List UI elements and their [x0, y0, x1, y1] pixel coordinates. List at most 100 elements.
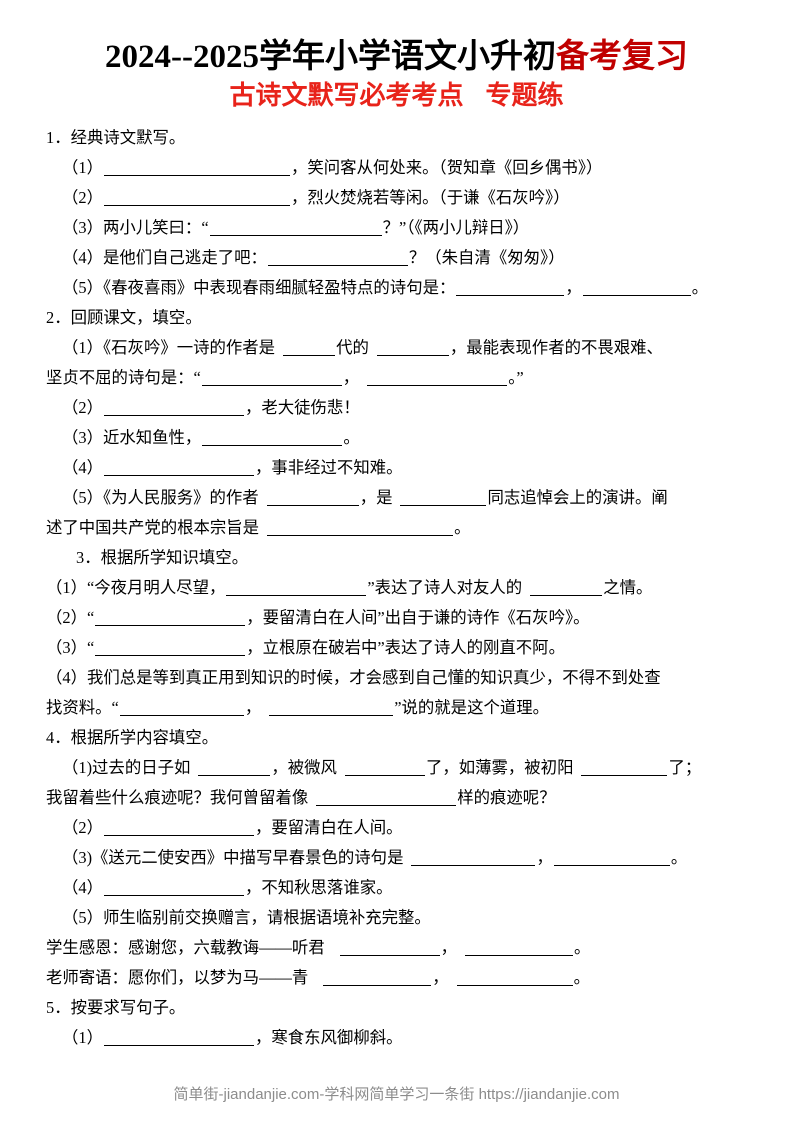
- s1-q3-text: ？”（《两小儿辩日》）: [382, 217, 530, 237]
- s4-student-message: 学生感恩：感谢您，六载教诲——听君，。: [46, 933, 753, 963]
- s3-q1-text-c: 之情。: [603, 577, 653, 597]
- s5-q1-blank[interactable]: [103, 1029, 254, 1046]
- s2-q1-blank-verse-2[interactable]: [367, 369, 508, 386]
- s2-q4-blank[interactable]: [103, 459, 254, 476]
- s4-teacher-text-b: ，: [432, 967, 449, 987]
- s2-q2-text: ，老大徒伤悲！: [244, 397, 360, 417]
- s1-q4-label: （4）是他们自己逃走了吧：: [62, 247, 267, 267]
- section-3-heading-text: 3．根据所学知识填空。: [76, 547, 249, 567]
- s1-q5: （5）《春夜喜雨》中表现春雨细腻轻盈特点的诗句是：，。: [62, 273, 753, 303]
- s2-q5-line2-a: 述了中国共产党的根本宗旨是: [46, 517, 260, 537]
- s2-q5-text-c: 同志追悼会上的演讲。阐: [487, 487, 668, 507]
- s2-q1-blank-author[interactable]: [376, 339, 449, 356]
- s1-q2-text: ，烈火焚烧若等闲。（于谦《石灰吟》）: [290, 187, 570, 207]
- footer-watermark: 简单街-jiandanjie.com-学科网简单学习一条街 https://ji…: [173, 1086, 620, 1103]
- s4-teacher-message: 老师寄语：愿你们，以梦为马——青 ， 。: [46, 963, 753, 993]
- s2-q4-text: ，事非经过不知难。: [254, 457, 403, 477]
- s1-q1-text: ，笑问客从何处来。（贺知章《回乡偶书》）: [290, 157, 603, 177]
- s4-teacher-text-a: 老师寄语：愿你们，以梦为马——青: [46, 967, 309, 987]
- s3-q3-blank[interactable]: [95, 639, 246, 656]
- s1-q4-blank[interactable]: [267, 249, 408, 266]
- s4-teacher-blank-2[interactable]: [456, 969, 573, 986]
- s4-q1-line2-b: 样的痕迹呢？: [457, 787, 556, 807]
- title-subtitle-line: 古诗文默写必考考点专题练: [0, 79, 793, 113]
- s3-q4-line1-text: （4）我们总是等到真正用到知识的时候，才会感到自己懂的知识真少，不得不到处查: [46, 667, 661, 687]
- s2-q3-label: （3）近水知鱼性，: [62, 427, 202, 447]
- s3-q4-line2: 找资料。“，”说的就是这个道理。: [46, 693, 753, 723]
- s4-q4: （4），不知秋思落谁家。: [62, 873, 753, 903]
- s2-q2-label: （2）: [62, 397, 103, 417]
- section-4-heading-text: 4．根据所学内容填空。: [46, 727, 219, 747]
- s4-q1-blank-4[interactable]: [316, 789, 457, 806]
- s2-q5-line1: （5）《为人民服务》的作者，是同志追悼会上的演讲。阐: [62, 483, 753, 513]
- s5-q1-label: （1）: [62, 1027, 103, 1047]
- s2-q1-line2: 坚贞不屈的诗句是：“，。”: [46, 363, 753, 393]
- worksheet-content: 1．经典诗文默写。 （1），笑问客从何处来。（贺知章《回乡偶书》） （2），烈火…: [0, 123, 793, 1053]
- s4-q1-blank-2[interactable]: [344, 759, 425, 776]
- s2-q5-blank-author[interactable]: [266, 489, 359, 506]
- s4-q3-blank-2[interactable]: [553, 849, 670, 866]
- title-main-line: 2024--2025学年小学语文小升初备考复习: [0, 38, 793, 77]
- s2-q3-text: 。: [343, 427, 360, 447]
- s4-q2-blank[interactable]: [103, 819, 254, 836]
- s2-q1-text-b: 代的: [336, 337, 369, 357]
- s3-q4-blank-2[interactable]: [269, 699, 394, 716]
- s4-student-text-b: ，: [440, 937, 458, 957]
- s2-q1-line2-b: ，: [342, 367, 360, 387]
- s1-q2: （2），烈火焚烧若等闲。（于谦《石灰吟》）: [62, 183, 753, 213]
- s3-q2-blank[interactable]: [95, 609, 246, 626]
- s4-q1-blank-1[interactable]: [198, 759, 271, 776]
- s4-q4-text: ，不知秋思落谁家。: [244, 877, 393, 897]
- s2-q1-blank-dynasty[interactable]: [283, 339, 336, 356]
- s4-q1-line1: （1)过去的日子如，被微风了，如薄雾，被初阳了；: [62, 753, 753, 783]
- s4-q3-text-c: 。: [670, 847, 688, 867]
- s4-student-text-c: 。: [574, 937, 591, 957]
- section-1-heading-text: 1．经典诗文默写。: [46, 127, 186, 147]
- s3-q1: （1）“今夜月明人尽望， ”表达了诗人对友人的 之情。: [46, 573, 753, 603]
- s1-q2-blank[interactable]: [103, 189, 290, 206]
- s2-q5-line2: 述了中国共产党的根本宗旨是。: [46, 513, 753, 543]
- s2-q5-blank-purpose[interactable]: [267, 519, 454, 536]
- s2-q2-blank[interactable]: [103, 399, 244, 416]
- section-2-heading-text: 2．回顾课文，填空。: [46, 307, 202, 327]
- s4-q5-label: （5）师生临别前交换赠言，请根据语境补充完整。: [62, 907, 431, 927]
- s2-q2: （2） ，老大徒伤悲！: [62, 393, 753, 423]
- s1-q5-blank-1[interactable]: [456, 279, 565, 296]
- s2-q1-blank-verse-1[interactable]: [201, 369, 342, 386]
- s3-q3-text-b: ，立根原在破岩中”表达了诗人的刚直不阿。: [246, 637, 565, 657]
- s1-q3: （3）两小儿笑曰：“？”（《两小儿辩日》）: [62, 213, 753, 243]
- s2-q3-blank[interactable]: [202, 429, 343, 446]
- title-sub-right: 专题练: [485, 80, 564, 110]
- s3-q1-blank-feeling[interactable]: [530, 579, 603, 596]
- s4-q1-text-b: ，被微风: [271, 757, 337, 777]
- section-4-heading: 4．根据所学内容填空。: [46, 723, 753, 753]
- s4-teacher-blank-1[interactable]: [323, 969, 432, 986]
- s2-q3: （3）近水知鱼性， 。: [62, 423, 753, 453]
- s1-q5-blank-2[interactable]: [582, 279, 691, 296]
- s3-q1-text-b: ”表达了诗人对友人的: [367, 577, 523, 597]
- s3-q4-blank-1[interactable]: [119, 699, 244, 716]
- s3-q1-blank-verse[interactable]: [226, 579, 367, 596]
- s2-q4-label: （4）: [62, 457, 103, 477]
- s4-q1-text-d: 了；: [668, 757, 702, 777]
- s2-q5-text-b: ，是: [359, 487, 393, 507]
- s4-student-blank-2[interactable]: [465, 939, 574, 956]
- s1-q1-blank[interactable]: [103, 159, 290, 176]
- s4-q2-label: （2）: [62, 817, 103, 837]
- s3-q1-text-a: （1）“今夜月明人尽望，: [46, 577, 226, 597]
- section-2-heading: 2．回顾课文，填空。: [46, 303, 753, 333]
- s4-q1-blank-3[interactable]: [581, 759, 668, 776]
- s1-q3-blank[interactable]: [209, 219, 382, 236]
- s1-q5-label: （5）《春夜喜雨》中表现春雨细腻轻盈特点的诗句是：: [62, 277, 456, 297]
- s4-student-blank-1[interactable]: [339, 939, 440, 956]
- s4-q4-blank[interactable]: [103, 879, 244, 896]
- s3-q2-text-a: （2）“: [46, 607, 95, 627]
- s2-q1-text-a: （1）《石灰吟》一诗的作者是: [62, 337, 276, 357]
- s4-q3-blank-1[interactable]: [411, 849, 536, 866]
- s4-q1-line2: 我留着些什么痕迹呢？我何曾留着像样的痕迹呢？: [46, 783, 753, 813]
- s5-q1-text: ，寒食东风御柳斜。: [254, 1027, 403, 1047]
- s2-q5-blank-person[interactable]: [400, 489, 487, 506]
- title-main-black: 2024--2025学年小学语文小升初: [105, 39, 556, 75]
- s4-teacher-text-c: 。: [573, 967, 591, 987]
